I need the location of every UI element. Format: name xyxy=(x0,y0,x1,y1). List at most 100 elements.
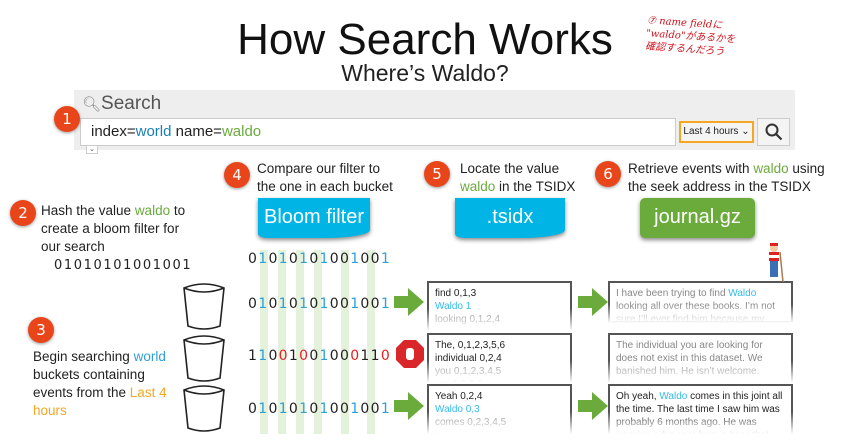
bloom-filter-label: Bloom filter xyxy=(258,198,370,238)
bit: 1 xyxy=(278,296,289,312)
bit: 0 xyxy=(299,348,310,364)
bloom-filter-bits: 11001001000110 xyxy=(248,348,391,364)
tsidx-entry: comes 0,2,3,4,5 xyxy=(435,417,507,428)
bloom-filter-bits: 01010101001001 xyxy=(248,296,391,312)
search-icon xyxy=(765,123,782,141)
bit: 0 xyxy=(288,251,300,267)
bit: 0 xyxy=(309,296,320,312)
waldo-figure xyxy=(769,243,784,283)
bit: 0 xyxy=(268,251,279,267)
bit: 0 xyxy=(380,348,392,364)
step-badge-6: 6 xyxy=(595,161,621,187)
arrow-right-icon xyxy=(578,288,608,316)
bit: 0 xyxy=(360,251,371,267)
bit: 0 xyxy=(329,251,340,267)
arrow-right-icon xyxy=(578,392,608,420)
step-badge-5: 5 xyxy=(424,161,450,187)
step-3-text: Begin searching world buckets containing… xyxy=(33,349,167,418)
bit: 1 xyxy=(299,401,310,417)
bit: 0 xyxy=(339,251,351,267)
bit: 0 xyxy=(339,296,351,312)
tsidx-label: .tsidx xyxy=(455,198,565,238)
bit: 1 xyxy=(380,251,392,267)
bit: 1 xyxy=(278,251,289,267)
bit: 1 xyxy=(248,348,259,364)
step-badge-3: 3 xyxy=(28,317,54,343)
bit: 0 xyxy=(370,296,381,312)
bit: 0 xyxy=(339,348,351,364)
bit: 1 xyxy=(299,296,310,312)
bit: 0 xyxy=(268,401,279,417)
bit: 0 xyxy=(278,348,289,364)
bit: 1 xyxy=(350,251,361,267)
event-box: Oh yeah, Waldo comes in this joint all t… xyxy=(608,384,793,434)
tsidx-entry: find 0,1,3 xyxy=(435,288,477,299)
bit: 0 xyxy=(350,348,361,364)
tsidx-entry: Yeah 0,2,4 xyxy=(435,391,483,402)
bucket-icon xyxy=(183,335,225,382)
bloom-results xyxy=(394,288,424,420)
time-range-picker[interactable]: Last 4 hours ⌄ xyxy=(679,121,754,143)
tsidx-entry: in xyxy=(435,429,564,434)
bit: 1 xyxy=(258,296,269,312)
bloom-filter-bits: 01010101001001 xyxy=(248,251,391,267)
step-badge-4: 4 xyxy=(224,162,250,188)
bit: 0 xyxy=(370,401,381,417)
bit: 1 xyxy=(319,348,330,364)
bit: 0 xyxy=(329,348,340,364)
bloom-filter-bits: 01010101001001 xyxy=(248,401,391,417)
tsidx-entry: are 1,2,5,6 xyxy=(435,378,564,383)
bit: 0 xyxy=(329,401,340,417)
bit: 1 xyxy=(370,348,381,364)
bit: 1 xyxy=(278,401,289,417)
bit: 0 xyxy=(268,296,279,312)
stop-hand-icon xyxy=(396,340,424,368)
tsidx-box: The, 0,1,2,3,5,6 individual 0,2,4 you 0,1,… xyxy=(427,333,572,383)
bit: 0 xyxy=(309,251,320,267)
bit: 1 xyxy=(350,401,361,417)
bucket-icon xyxy=(183,385,225,432)
bit: 0 xyxy=(329,296,340,312)
page-subtitle: Where’s Waldo? xyxy=(341,60,509,86)
search-icon: 🔍︎ xyxy=(82,96,102,113)
expand-caret[interactable]: ⌄ xyxy=(86,146,98,154)
bit: 0 xyxy=(309,348,320,364)
bit: 0 xyxy=(360,401,371,417)
bit: 0 xyxy=(248,296,259,312)
tsidx-entry: looking 0,1,2,4 xyxy=(435,314,501,325)
bit: 1 xyxy=(350,296,361,312)
bit: 0 xyxy=(288,401,300,417)
bit: 0 xyxy=(309,401,320,417)
bit: 0 xyxy=(248,401,259,417)
bucket-icon xyxy=(183,283,225,330)
bit: 1 xyxy=(380,296,392,312)
arrow-right-icon xyxy=(394,288,424,316)
search-label: 🔍︎Search xyxy=(82,93,162,114)
bit: 1 xyxy=(258,348,269,364)
bit: 1 xyxy=(288,348,300,364)
tsidx-entry: Waldo 1 xyxy=(435,301,472,312)
step-badge-1: 1 xyxy=(54,106,80,132)
bit: 1 xyxy=(319,401,330,417)
bit: 1 xyxy=(360,348,371,364)
chevron-down-icon: ⌄ xyxy=(741,126,750,137)
bit: 0 xyxy=(268,348,279,364)
bit: 1 xyxy=(319,251,330,267)
bit: 1 xyxy=(299,251,310,267)
search-button[interactable] xyxy=(757,118,790,146)
tsidx-entry: Waldo 0,3 xyxy=(435,404,480,415)
event-box: I have been trying to find Waldo looking… xyxy=(608,281,793,323)
tsidx-entry: individual 0,2,4 xyxy=(435,353,502,364)
tsidx-entry: The, 0,1,2,3,5,6 xyxy=(435,340,506,351)
bit: 1 xyxy=(258,401,269,417)
search-input[interactable]: index=world name=waldo xyxy=(80,118,676,146)
bit: 1 xyxy=(319,296,330,312)
bit: 1 xyxy=(258,251,269,267)
step-badge-2: 2 xyxy=(10,200,36,226)
tsidx-entry: you 0,1,2,3,4,5 xyxy=(435,366,502,377)
